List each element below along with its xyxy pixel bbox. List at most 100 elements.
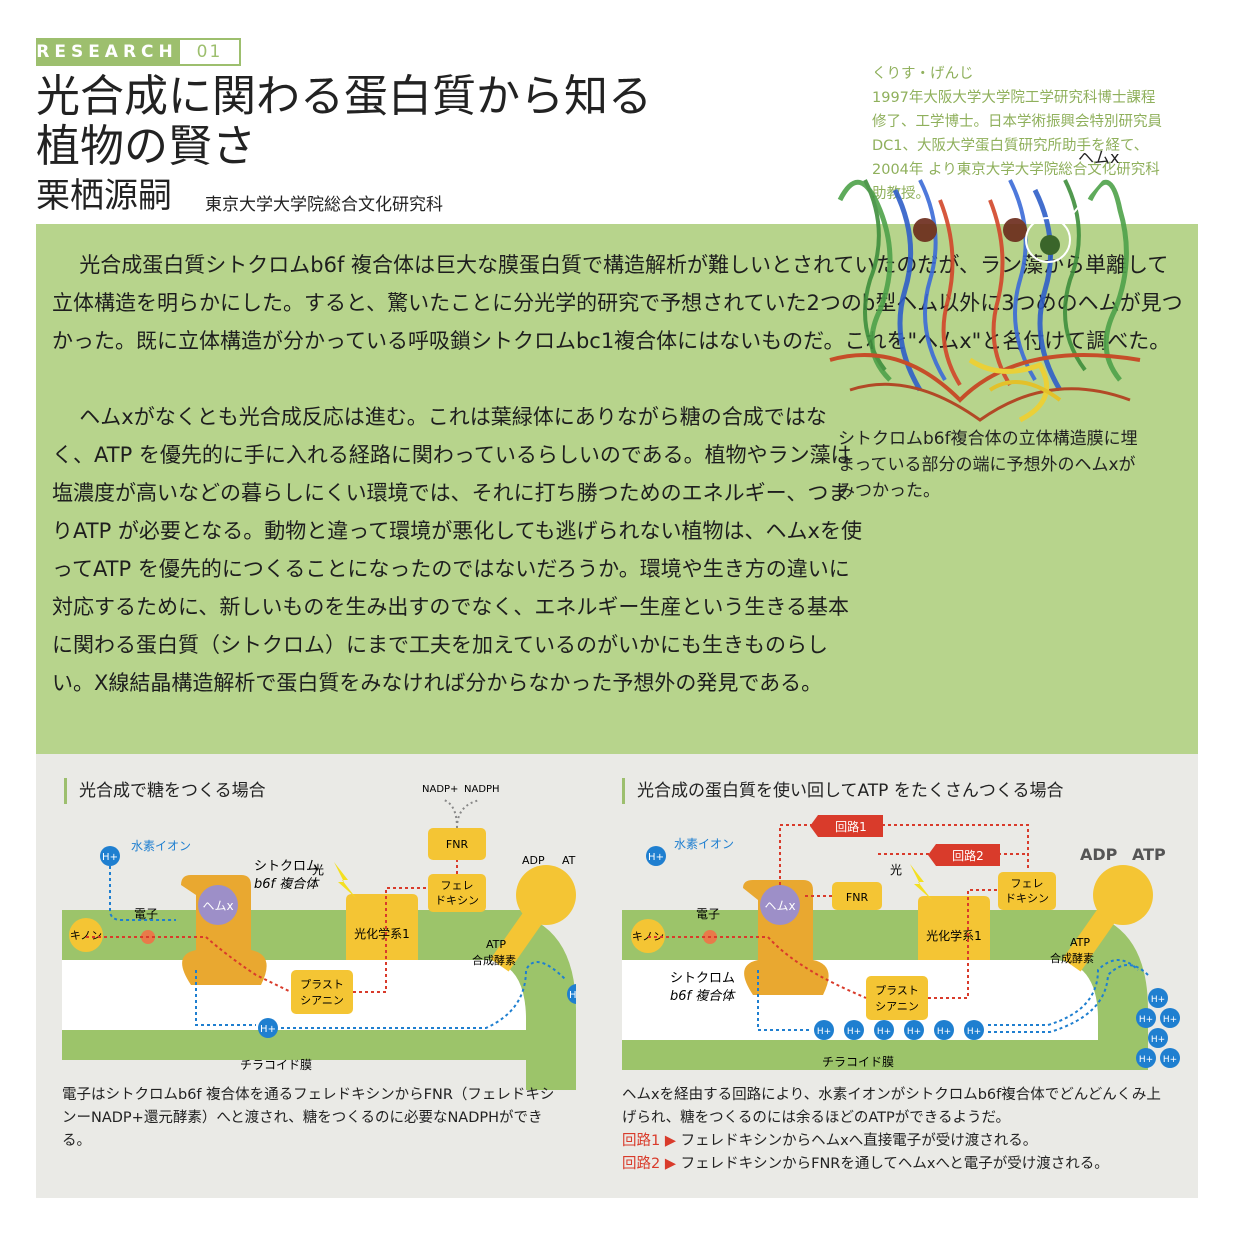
circuit-1-caption-label: 回路1: [622, 1133, 661, 1149]
plastocyanin-node: [291, 970, 353, 1014]
circuit-2-caption-label: 回路2: [622, 1156, 661, 1172]
left-pathway-diagram: ヘムx キノン 電子 H+ 水素イオン H+ シトクロム b6f 複合体 プラス…: [62, 784, 576, 1090]
h-plus-ion: [567, 984, 576, 1004]
ferredoxin-node: [428, 874, 486, 912]
svg-text:H+: H+: [1151, 995, 1165, 1005]
thylakoid-lumen: [62, 960, 482, 1030]
ferredoxin-node: [998, 872, 1056, 910]
h-plus-ion: [258, 1018, 278, 1038]
plastocyanin-text-1: プラスト: [300, 978, 344, 991]
cytochrome-label-line-2: b6f 複合体: [254, 877, 320, 892]
fnr-text: FNR: [846, 891, 869, 904]
article-paragraph-2: ヘムxがなくとも光合成反応は進む。これは葉緑体にありながら糖の合成ではなく、AT…: [52, 405, 862, 695]
atp-label: ATP: [562, 854, 576, 867]
light-bolt-icon: [334, 862, 356, 898]
svg-text:H+: H+: [907, 1027, 921, 1037]
right-caption-circuit-2: 回路2 ▶ フェレドキシンからFNRを通してヘムxへと電子が受け渡される。: [622, 1153, 1162, 1176]
atp-synthase-label-2: 合成酵素: [1050, 951, 1094, 965]
svg-text:H+: H+: [937, 1027, 951, 1037]
plastocyanin-node: [866, 976, 928, 1020]
hydrogen-ion-label: 水素イオン: [131, 839, 191, 853]
h-plus-text: H+: [648, 852, 664, 863]
thylakoid-membrane-top: [62, 910, 532, 960]
svg-text:H+: H+: [877, 1027, 891, 1037]
svg-text:H+: H+: [1139, 1055, 1153, 1065]
ferredoxin-text-1: フェレ: [441, 879, 474, 892]
circuit-2-caption-text: フェレドキシンからFNRを通してヘムxへと電子が受け渡される。: [680, 1156, 1109, 1172]
bio-line: DC1、大阪大学蛋白質研究所助手を経て、: [872, 138, 1149, 154]
h-plus-text: H+: [102, 852, 118, 863]
nadph-label: NADPH: [464, 784, 500, 795]
thylakoid-label: チラコイド膜: [822, 1055, 894, 1069]
article-paragraph-1: 光合成蛋白質シトクロムb6f 複合体は巨大な膜蛋白質で構造解析が難しいとされてい…: [52, 253, 1183, 353]
electron-path: [648, 936, 867, 999]
atp-synthase-head: [516, 865, 576, 925]
research-tag-word: RESEARCH: [36, 38, 178, 66]
protein-structure-image: [829, 169, 1141, 423]
electron-path: [86, 936, 292, 993]
left-diagram-caption: 電子はシトクロムb6f 複合体を通るフェレドキシンからFNR（フェレドキシンーN…: [62, 1087, 555, 1149]
fnr-node: [832, 882, 882, 910]
h-plus-ion: [100, 846, 120, 866]
heme-x-text: ヘムx: [202, 899, 233, 913]
atp-synthase-label-2: 合成酵素: [472, 953, 516, 967]
circuit-2-label: 回路2: [952, 848, 984, 863]
circuit-1-label: 回路1: [835, 819, 867, 834]
right-caption-circuit-1: 回路1 ▶ フェレドキシンからヘムxへ直接電子が受け渡される。: [622, 1130, 1162, 1153]
atp-synthase-stalk: [1062, 909, 1116, 972]
electron-label: 電子: [134, 907, 158, 921]
svg-text:H+: H+: [1139, 1015, 1153, 1025]
electron-label: 電子: [696, 907, 720, 921]
right-diagram-title: 光合成の蛋白質を使い回してATP をたくさんつくる場合: [622, 778, 1064, 804]
fnr-node: [428, 828, 486, 860]
circuit-1-caption-text: フェレドキシンからヘムxへ直接電子が受け渡される。: [680, 1133, 1038, 1149]
quinone-text: キノン: [70, 929, 102, 942]
svg-text:H+: H+: [1163, 1055, 1177, 1065]
bio-line: 修了、工学博士。日本学術振興会特別研究員: [872, 114, 1162, 130]
thylakoid-label: チラコイド膜: [240, 1058, 312, 1072]
play-arrow-icon: ▶: [664, 1156, 676, 1172]
plastocyanin-text-1: プラスト: [875, 984, 919, 997]
svg-text:H+: H+: [817, 1027, 831, 1037]
structure-ribbons: [829, 179, 1141, 423]
light-bolt-icon: [910, 864, 932, 900]
svg-text:H+: H+: [967, 1027, 981, 1037]
ferredoxin-text-2: ドキシン: [1005, 892, 1049, 905]
heme-x-highlight: [1025, 217, 1071, 263]
right-caption-main: ヘムxを経由する回路により、水素イオンがシトクロムb6f複合体でどんどんくみ上げ…: [622, 1087, 1161, 1126]
photosystem-text: 光化学系1: [926, 928, 982, 943]
thylakoid-membrane-bottom: [622, 1040, 1102, 1070]
plastocyanin-text-2: シアニン: [300, 994, 344, 1007]
page-title: 光合成に関わる蛋白質から知る 植物の賢さ: [36, 72, 796, 172]
svg-text:H+: H+: [1163, 1015, 1177, 1025]
bio-line: 2004年 より東京大学大学院総合文化研究科: [872, 162, 1160, 178]
atp-synthase-head: [1093, 865, 1153, 925]
bio-line: くりす・げんじ: [872, 66, 974, 82]
atp-synthase-stalk: [490, 909, 544, 972]
photosystem-1-node: [346, 894, 418, 960]
cytochrome-label-line-1: シトクロム: [254, 859, 319, 874]
title-line-2: 植物の賢さ: [36, 121, 256, 172]
atp-label: ATP: [1132, 845, 1166, 864]
atp-synthase-label-1: ATP: [1070, 936, 1090, 949]
heme-x-node: [760, 885, 800, 925]
ferredoxin-text-2: ドキシン: [435, 894, 479, 907]
hydrogen-ion-label: 水素イオン: [674, 837, 734, 851]
svg-text:H+: H+: [1151, 1035, 1165, 1045]
h-plus-text: H+: [260, 1024, 276, 1035]
h-plus-row: H+ H+ H+ H+ H+ H+: [814, 1020, 984, 1040]
circuit-2-badge: [928, 844, 1000, 866]
author-bio: くりす・げんじ 1997年大阪大学大学院工学研究科博士課程 修了、工学博士。日本…: [872, 62, 1212, 206]
fnr-text: FNR: [446, 838, 469, 851]
photosystem-text: 光化学系1: [354, 926, 410, 941]
thylakoid-membrane-bottom: [62, 1030, 532, 1060]
plastocyanin-text-2: シアニン: [875, 1000, 919, 1013]
bio-line: 1997年大阪大学大学院工学研究科博士課程: [872, 90, 1156, 106]
h-plus-text: H+: [569, 990, 576, 1001]
photosystem-1-node: [918, 896, 990, 960]
structure-caption: シトクロムb6f複合体の立体構造膜に埋まっている部分の端に予想外のヘムxがみつか…: [838, 429, 1138, 501]
author-name: 栗栖源嗣: [36, 176, 172, 216]
research-tag-number: 01: [178, 38, 241, 66]
atp-synthase-label-1: ATP: [486, 938, 506, 951]
title-line-1: 光合成に関わる蛋白質から知る: [36, 71, 652, 122]
